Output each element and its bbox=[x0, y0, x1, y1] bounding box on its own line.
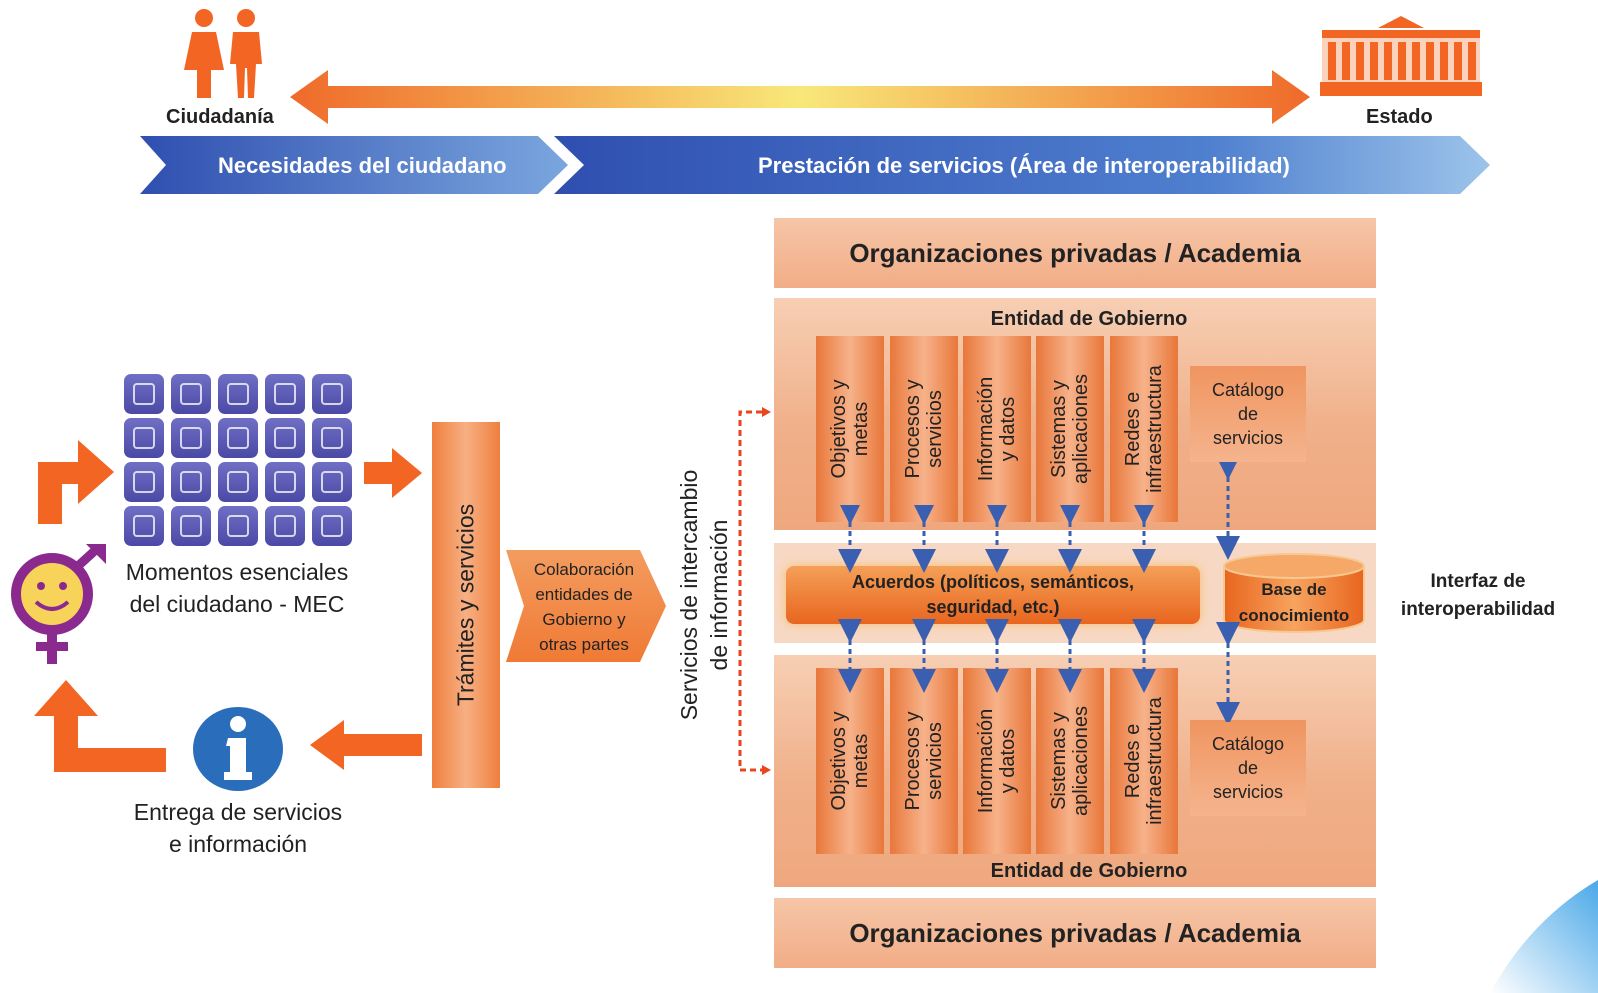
knowledge-base-cylinder bbox=[1223, 553, 1365, 633]
arrow-mec-to-tramites bbox=[364, 448, 422, 498]
catalog-base-connector-arrows bbox=[1216, 462, 1240, 722]
arrow-tramites-to-info bbox=[310, 720, 422, 770]
gavel-icon bbox=[218, 374, 258, 414]
state-building-icon bbox=[1320, 16, 1482, 96]
org-private-academia-bottom: Organizaciones privadas / Academia bbox=[774, 898, 1376, 968]
bathtub-icon bbox=[312, 418, 352, 458]
building-icon bbox=[312, 506, 352, 546]
hearing-icon bbox=[124, 418, 164, 458]
mec-icon-grid bbox=[124, 374, 358, 546]
ambulance-icon bbox=[171, 418, 211, 458]
citizen-smiley-gender-icon bbox=[11, 544, 106, 664]
citizen-state-double-arrow bbox=[290, 70, 1310, 124]
banner-prestacion: Prestación de servicios (Área de interop… bbox=[758, 153, 1290, 178]
computer-network-icon bbox=[265, 462, 305, 502]
corner-swoosh-decoration bbox=[1490, 880, 1598, 993]
banner-necesidades: Necesidades del ciudadano bbox=[218, 153, 507, 178]
citizens-icon bbox=[184, 9, 262, 98]
arrow-citizen-to-mec bbox=[38, 440, 114, 524]
recycle-icon bbox=[218, 506, 258, 546]
estado-label: Estado bbox=[1366, 106, 1433, 128]
family-icon bbox=[124, 374, 164, 414]
signature-icon bbox=[171, 462, 211, 502]
acuerdos-bar: Acuerdos (políticos, semánticos,segurida… bbox=[786, 566, 1200, 624]
baby-icon bbox=[124, 506, 164, 546]
tramites-label: Trámites y servicios bbox=[452, 503, 479, 707]
justice-scale-icon bbox=[171, 374, 211, 414]
info-icon bbox=[193, 707, 283, 791]
exchange-bracket bbox=[738, 407, 771, 775]
entity-bottom-title: Entidad de Gobierno bbox=[990, 860, 1188, 882]
electricity-icon bbox=[312, 462, 352, 502]
person-icon bbox=[124, 462, 164, 502]
blue-banners bbox=[140, 136, 1490, 194]
org-private-academia-top: Organizaciones privadas / Academia bbox=[774, 218, 1376, 288]
ciudadania-label: Ciudadanía bbox=[166, 106, 274, 128]
house-icon bbox=[218, 418, 258, 458]
tramites-bar bbox=[432, 422, 500, 788]
vertical-connector-arrows bbox=[838, 505, 1156, 693]
couple-icon bbox=[218, 462, 258, 502]
exchange-arrows-icon bbox=[312, 374, 352, 414]
thumbs-up-icon bbox=[265, 506, 305, 546]
running-icon bbox=[171, 506, 211, 546]
vehicle-icon bbox=[265, 374, 305, 414]
colaboracion-arrow bbox=[506, 550, 666, 662]
water-tap-icon bbox=[265, 418, 305, 458]
arrow-info-to-citizen bbox=[34, 680, 166, 772]
entity-top-title: Entidad de Gobierno bbox=[990, 308, 1188, 330]
